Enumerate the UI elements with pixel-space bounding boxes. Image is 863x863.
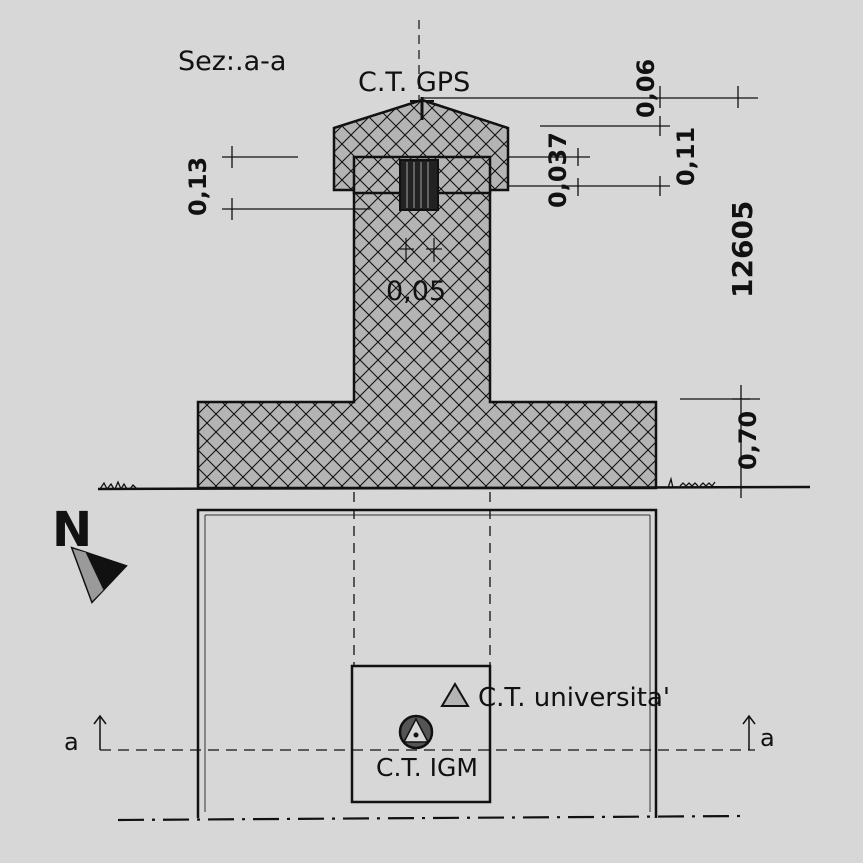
- ground-line: [97, 485, 811, 491]
- north-arrow-icon: [70, 546, 128, 604]
- dim-elevation: 12605: [726, 201, 759, 298]
- igm-label: C.T. IGM: [376, 753, 478, 782]
- dim-cap-height: 0,11: [672, 127, 700, 186]
- university-label: C.T. universita': [478, 683, 670, 713]
- dim-base-height: 0,70: [734, 411, 762, 470]
- igm-marker-icon: [398, 714, 434, 750]
- dim-center: 0,05: [386, 276, 446, 307]
- section-mark-right: a: [760, 724, 775, 752]
- dim-top-cap: 0,06: [632, 59, 660, 118]
- north-label: N: [52, 502, 92, 558]
- monument-body: [196, 98, 658, 490]
- university-marker-icon: [440, 682, 470, 707]
- plan-outline: [196, 508, 658, 818]
- boundary-line: [117, 814, 746, 822]
- pillar-plan-square: [350, 664, 492, 804]
- dim-pin-offset: 0,037: [544, 132, 572, 208]
- embedded-bolt: [399, 159, 439, 211]
- dim-left-height: 0,13: [184, 157, 212, 216]
- section-mark-left: a: [64, 728, 79, 756]
- gps-label: C.T. GPS: [358, 67, 470, 98]
- section-title: Sez:.a-a: [178, 46, 286, 77]
